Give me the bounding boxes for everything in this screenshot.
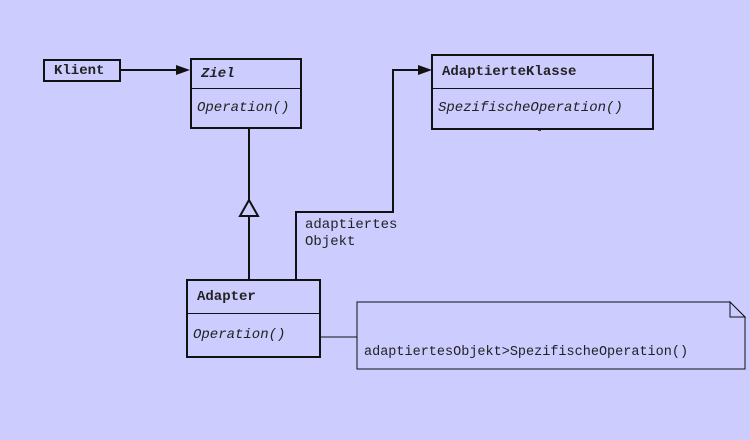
ziel-class-name: Ziel (201, 66, 235, 82)
adapter-class: Adapter Operation() (186, 279, 321, 358)
klient-class: Klient (43, 59, 121, 82)
klient-to-ziel-arrowhead (176, 65, 190, 75)
ziel-class-divider (192, 88, 300, 89)
note-box (356, 301, 746, 370)
adaptierte-klasse-class: AdaptierteKlasse SpezifischeOperation() (431, 54, 654, 130)
adapter-class-divider (188, 313, 319, 314)
adapter-to-adaptee-line (295, 69, 420, 280)
note-fold-corner (729, 300, 747, 318)
adaptierte-klasse-divider (433, 88, 652, 89)
adapter-operation: Operation() (193, 326, 286, 343)
generalization-triangle (238, 197, 260, 217)
association-label-line2: Objekt (305, 234, 356, 250)
note-text: adaptiertesObjekt>SpezifischeOperation() (364, 345, 689, 360)
adaptierte-klasse-operation: SpezifischeOperation() (438, 100, 623, 116)
adaptierte-klasse-name: AdaptierteKlasse (442, 64, 577, 80)
klient-class-name: Klient (54, 62, 105, 79)
adapter-class-name: Adapter (197, 289, 256, 305)
association-label-line1: adaptiertes (305, 217, 398, 233)
ziel-operation: Operation() (197, 100, 290, 116)
ziel-class: Ziel Operation() (190, 58, 302, 129)
adapter-to-adaptee-arrowhead (418, 65, 432, 75)
